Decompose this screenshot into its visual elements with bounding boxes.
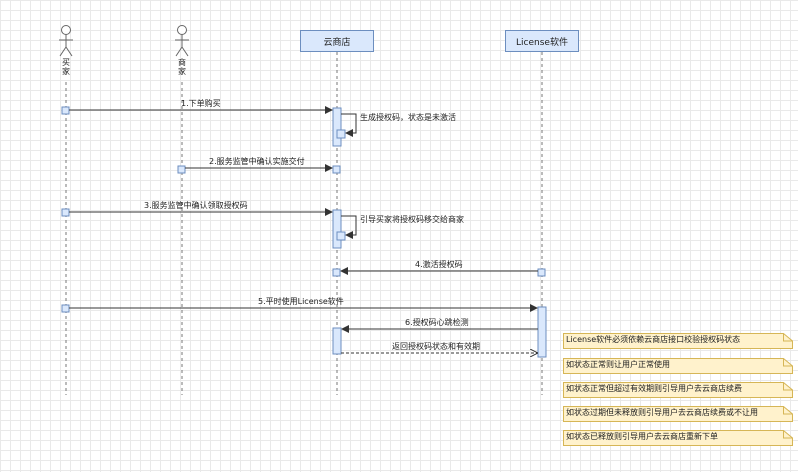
- note-5: 如状态已释放则引导用户去云商店重新下单: [563, 430, 793, 446]
- license-software-participant: License软件: [505, 30, 579, 52]
- self-message-guide-label: 引导买家将授权码移交给商家: [360, 215, 464, 224]
- cloud-store-activation-3: [332, 209, 342, 249]
- note-1: License软件必须依赖云商店接口校验授权码状态: [563, 333, 793, 349]
- note-4: 如状态过期但未释放则引导用户去云商店续费或不让用: [563, 406, 793, 422]
- buyer-endpoint-2: [61, 208, 70, 217]
- buyer-endpoint-1: [61, 106, 70, 115]
- cloud-store-activation-1: [332, 107, 342, 147]
- merchant-endpoint: [177, 165, 186, 174]
- buyer-actor-label: 买家: [62, 58, 70, 76]
- buyer-actor-icon: [59, 25, 73, 57]
- note-3: 如状态正常但超过有效期则引导用户去云商店续费: [563, 382, 793, 398]
- note-5-text: 如状态已释放则引导用户去云商店重新下单: [566, 432, 718, 441]
- note-2: 如状态正常则让用户正常使用: [563, 358, 793, 374]
- note-4-shape: [563, 406, 793, 422]
- message-3-label: 3.服务监管中确认领取授权码: [144, 201, 248, 210]
- message-4-label: 4.激活授权码: [415, 260, 463, 269]
- self-message-generate-label: 生成授权码，状态是未激活: [360, 113, 456, 122]
- note-3-text: 如状态正常但超过有效期则引导用户去云商店续费: [566, 384, 742, 393]
- note-2-text: 如状态正常则让用户正常使用: [566, 360, 670, 369]
- merchant-actor-icon: [175, 25, 189, 57]
- note-4-text: 如状态过期但未释放则引导用户去云商店续费或不让用: [566, 408, 758, 417]
- cloud-store-endpoint-2: [332, 165, 341, 174]
- note-2-shape: [563, 358, 793, 374]
- message-6-label: 6.授权码心跳检测: [405, 318, 469, 327]
- self-message-guide-arrow: [341, 215, 357, 239]
- note-1-text: License软件必须依赖云商店接口校验授权码状态: [566, 335, 741, 344]
- return-message-label: 返回授权码状态和有效期: [392, 342, 480, 351]
- cloud-store-participant: 云商店: [300, 30, 374, 52]
- note-1-shape: [563, 333, 793, 349]
- cloud-store-activation-6: [332, 327, 342, 355]
- merchant-actor-label: 商家: [178, 58, 186, 76]
- message-1-label: 1.下单购买: [181, 99, 221, 108]
- note-3-shape: [563, 382, 793, 398]
- cloud-store-activation-3-self: [336, 231, 346, 241]
- license-activation-5: [537, 306, 547, 358]
- license-endpoint-4: [537, 268, 546, 277]
- message-2-label: 2.服务监管中确认实施交付: [209, 157, 305, 166]
- self-message-generate-arrow: [341, 113, 357, 137]
- note-5-shape: [563, 430, 793, 446]
- message-5-label: 5.平时使用License软件: [258, 297, 344, 306]
- cloud-store-activation-1-self: [336, 129, 346, 139]
- cloud-store-endpoint-4: [332, 268, 341, 277]
- buyer-endpoint-3: [61, 304, 70, 313]
